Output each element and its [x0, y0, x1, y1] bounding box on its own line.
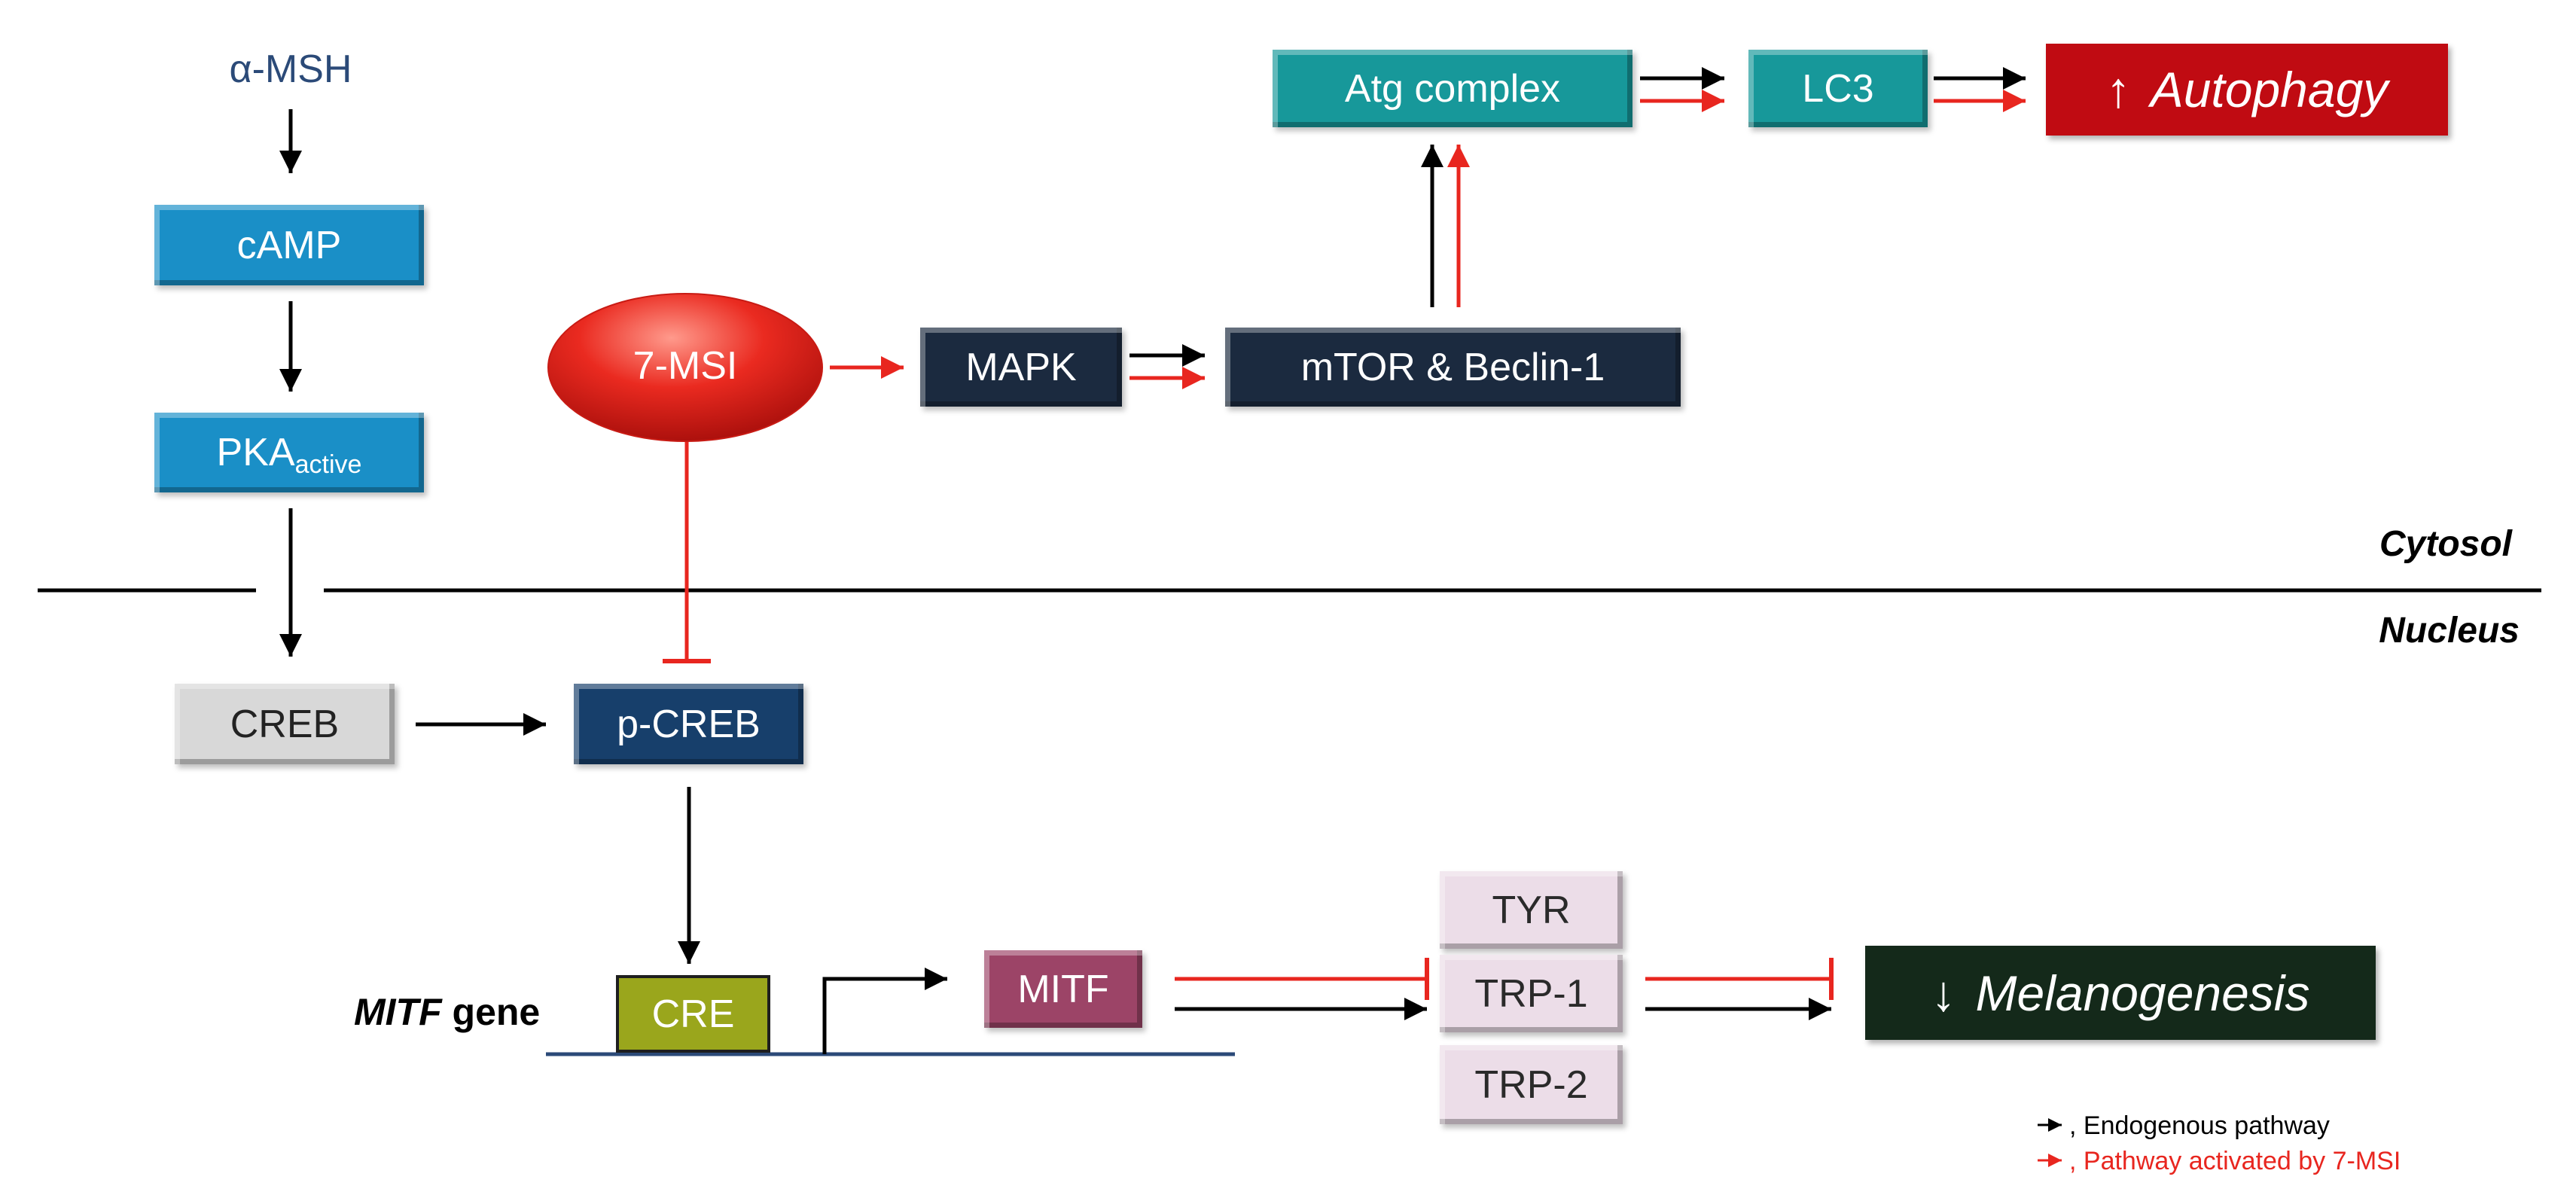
mitf-gene-italic: MITF: [354, 991, 442, 1033]
mapk-label: MAPK: [965, 345, 1077, 389]
mtor-beclin-label: mTOR & Beclin-1: [1300, 345, 1605, 389]
autophagy-node: ↑ Autophagy: [2046, 44, 2448, 136]
camp-label: cAMP: [236, 223, 342, 267]
atg-complex-label: Atg complex: [1344, 66, 1561, 111]
legend-endogenous-label: , Endogenous pathway: [2069, 1111, 2330, 1140]
seven-msi-label: 7-MSI: [633, 344, 738, 388]
cre-label: CRE: [651, 992, 735, 1036]
trp1-node: TRP-1: [1440, 955, 1623, 1032]
melanogenesis-label: Melanogenesis: [1975, 965, 2310, 1021]
cre-node: CRE: [616, 975, 770, 1053]
pcreb-node: p-CREB: [574, 684, 803, 764]
creb-label: CREB: [230, 702, 340, 746]
alpha-msh-label: α-MSH: [229, 47, 352, 91]
nucleus-label: Nucleus: [2379, 611, 2520, 651]
mtor-beclin-node: mTOR & Beclin-1: [1225, 328, 1681, 407]
up-arrow-icon: ↑: [2105, 62, 2131, 117]
trp1-label: TRP-1: [1474, 971, 1588, 1016]
tyr-node: TYR: [1440, 871, 1623, 949]
cytosol-label: Cytosol: [2379, 524, 2512, 564]
transcription-start-arrow: [822, 968, 947, 1054]
lc3-label: LC3: [1802, 66, 1874, 111]
autophagy-label: Autophagy: [2150, 62, 2389, 117]
tyr-label: TYR: [1492, 888, 1571, 932]
pka-label: PKA: [216, 431, 295, 474]
legend-activated-label: , Pathway activated by 7-MSI: [2069, 1147, 2401, 1175]
legend-endogenous: , Endogenous pathway: [2069, 1111, 2330, 1141]
trp2-label: TRP-2: [1474, 1062, 1588, 1107]
seven-msi-ellipse: [547, 293, 823, 442]
lc3-node: LC3: [1748, 50, 1928, 127]
melanogenesis-node: ↓ Melanogenesis: [1865, 946, 2376, 1040]
pcreb-label: p-CREB: [617, 702, 761, 746]
mitf-label: MITF: [1017, 967, 1109, 1011]
mitf-gene-suffix: gene: [441, 991, 541, 1033]
mitf-gene-label: MITF gene: [354, 990, 540, 1034]
legend-activated: , Pathway activated by 7-MSI: [2069, 1147, 2401, 1176]
camp-node: cAMP: [154, 205, 424, 285]
down-arrow-icon: ↓: [1931, 965, 1956, 1021]
trp2-node: TRP-2: [1440, 1045, 1623, 1124]
creb-node: CREB: [175, 684, 395, 764]
atg-complex-node: Atg complex: [1273, 50, 1632, 127]
mitf-node: MITF: [984, 950, 1142, 1028]
pka-subscript: active: [294, 450, 362, 479]
mapk-node: MAPK: [920, 328, 1122, 407]
